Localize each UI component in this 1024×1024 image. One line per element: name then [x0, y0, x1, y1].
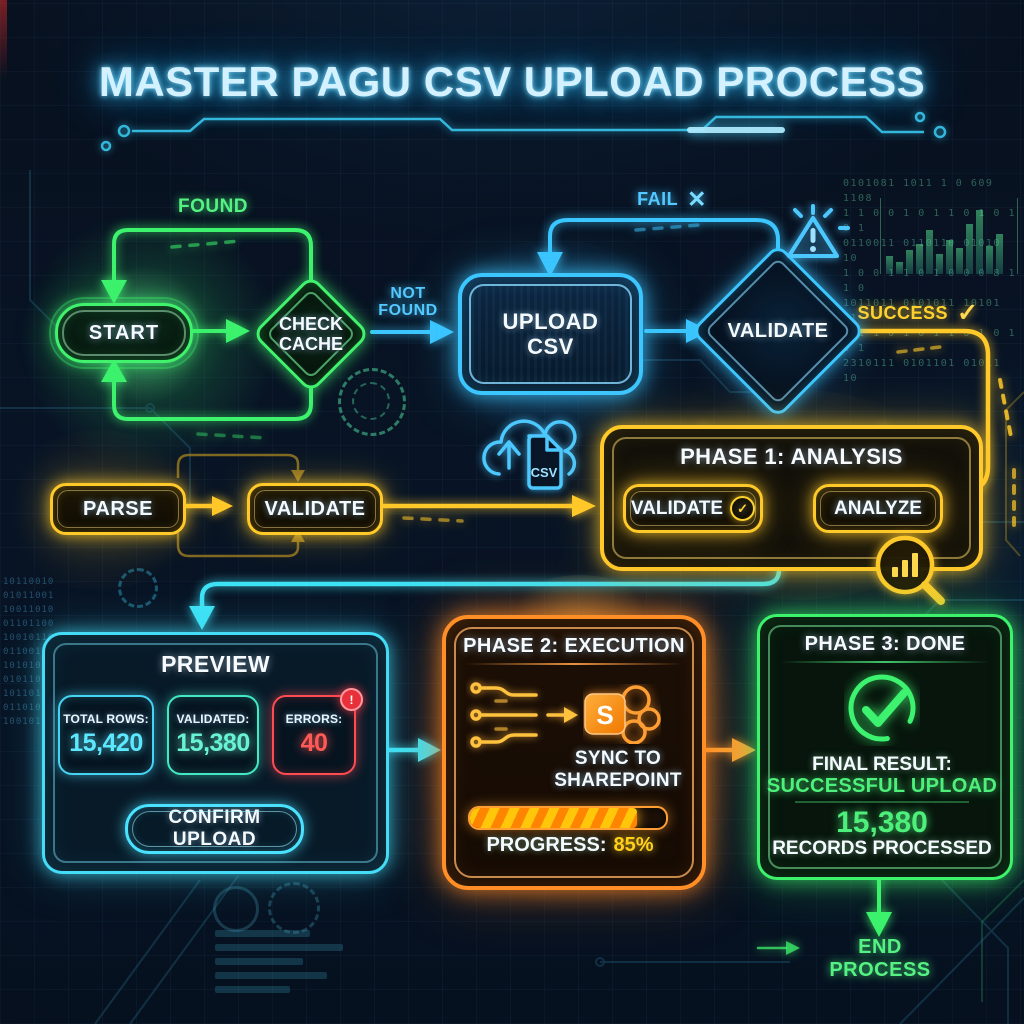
phase2-divider: [466, 663, 682, 665]
not-found-line1: NOT: [390, 285, 425, 302]
progress-fill: [470, 808, 637, 828]
sync-to-sharepoint-label: SYNC TO SHAREPOINT: [498, 748, 738, 792]
green-arrowheads: [101, 280, 892, 955]
phase3-divider: [780, 661, 990, 663]
phase2-panel: PHASE 2: EXECUTION: [442, 615, 706, 890]
total-rows-label: TOTAL ROWS:: [63, 712, 149, 726]
success-text: SUCCESS: [858, 303, 949, 324]
fail-label: FAIL ✕: [612, 186, 732, 213]
blue-connectors: [370, 218, 780, 334]
sync-line2: SHAREPOINT: [554, 770, 682, 792]
fail-x-icon: ✕: [687, 186, 707, 213]
phase1-validate-node: VALIDATE ✓: [623, 484, 763, 533]
dim-yellow-arrowheads: [291, 470, 305, 542]
stat-card-validated: VALIDATED: 15,380: [167, 695, 259, 775]
validated-value: 15,380: [176, 729, 250, 758]
phase3-divider-2: [795, 801, 969, 803]
cyan-connectors: [199, 560, 782, 753]
phase1-analyze-node: ANALYZE: [813, 484, 943, 533]
progress-label: PROGRESS:: [486, 834, 606, 857]
total-rows-value: 15,420: [69, 729, 143, 758]
warning-icon: [787, 204, 850, 258]
success-label: SUCCESS ✓: [850, 298, 986, 328]
phase3-title: PHASE 3: DONE: [760, 633, 1010, 656]
records-count: 15,380: [757, 806, 1007, 840]
upload-csv-line2: CSV: [527, 334, 574, 359]
errors-label: ERRORS:: [286, 712, 343, 726]
upload-csv-node: UPLOAD CSV: [458, 273, 643, 395]
progress-bar: [468, 806, 668, 830]
circuit-flow-icon: [470, 682, 578, 748]
progress-label-row: PROGRESS: 85%: [442, 834, 698, 857]
final-result-label: FINAL RESULT:: [757, 754, 1007, 776]
errors-value: 40: [301, 729, 328, 758]
start-node: START: [49, 297, 199, 369]
success-check-circle-icon: [848, 674, 916, 742]
preview-title: PREVIEW: [45, 651, 386, 678]
stat-card-total-rows: TOTAL ROWS: 15,420: [58, 695, 154, 775]
error-badge: !: [340, 688, 363, 711]
fail-text: FAIL: [637, 189, 678, 210]
bar-chart-decoration: [880, 198, 1018, 274]
magnifier-chart-icon: [875, 535, 945, 605]
final-result-value: SUCCESSFUL UPLOAD: [757, 775, 1007, 798]
cyan-arrowheads: [189, 606, 441, 762]
sharepoint-icon: S: [584, 685, 661, 744]
cloud-upload-csv-icon: CSV: [482, 419, 577, 490]
found-label: FOUND: [158, 196, 268, 218]
progress-value: 85%: [614, 834, 654, 857]
upload-csv-line1: UPLOAD: [503, 309, 599, 334]
not-found-line2: FOUND: [378, 302, 437, 319]
end-process-label: END PROCESS: [805, 936, 955, 982]
sync-line1: SYNC TO: [575, 748, 661, 770]
title-underline-decoration: [100, 111, 947, 152]
page-title: MASTER PAGU CSV UPLOAD PROCESS: [0, 58, 1024, 106]
phase1-title: PHASE 1: ANALYSIS: [604, 444, 979, 470]
red-edge-decoration: [0, 0, 7, 80]
error-badge-mark: !: [350, 693, 354, 707]
sharepoint-initial: S: [596, 700, 613, 730]
csv-doc-label: CSV: [531, 465, 558, 480]
green-connectors: [112, 228, 881, 950]
not-found-label: NOT FOUND: [368, 285, 448, 319]
phase3-panel: PHASE 3: DONE: [757, 614, 1013, 880]
validate-mid-node: VALIDATE: [247, 483, 383, 535]
orange-connector: [699, 738, 756, 762]
confirm-upload-button[interactable]: CONFIRM UPLOAD: [125, 804, 304, 854]
records-label: RECORDS PROCESSED: [757, 838, 1007, 860]
parse-node: PARSE: [50, 483, 186, 535]
validated-label: VALIDATED:: [177, 712, 250, 726]
phase2-title: PHASE 2: EXECUTION: [446, 635, 702, 658]
dim-yellow-loops: [176, 453, 300, 558]
stat-card-errors: ! ERRORS: 40: [272, 688, 363, 775]
list-bars-decoration: [215, 930, 343, 993]
success-check-icon: ✓: [957, 298, 978, 328]
